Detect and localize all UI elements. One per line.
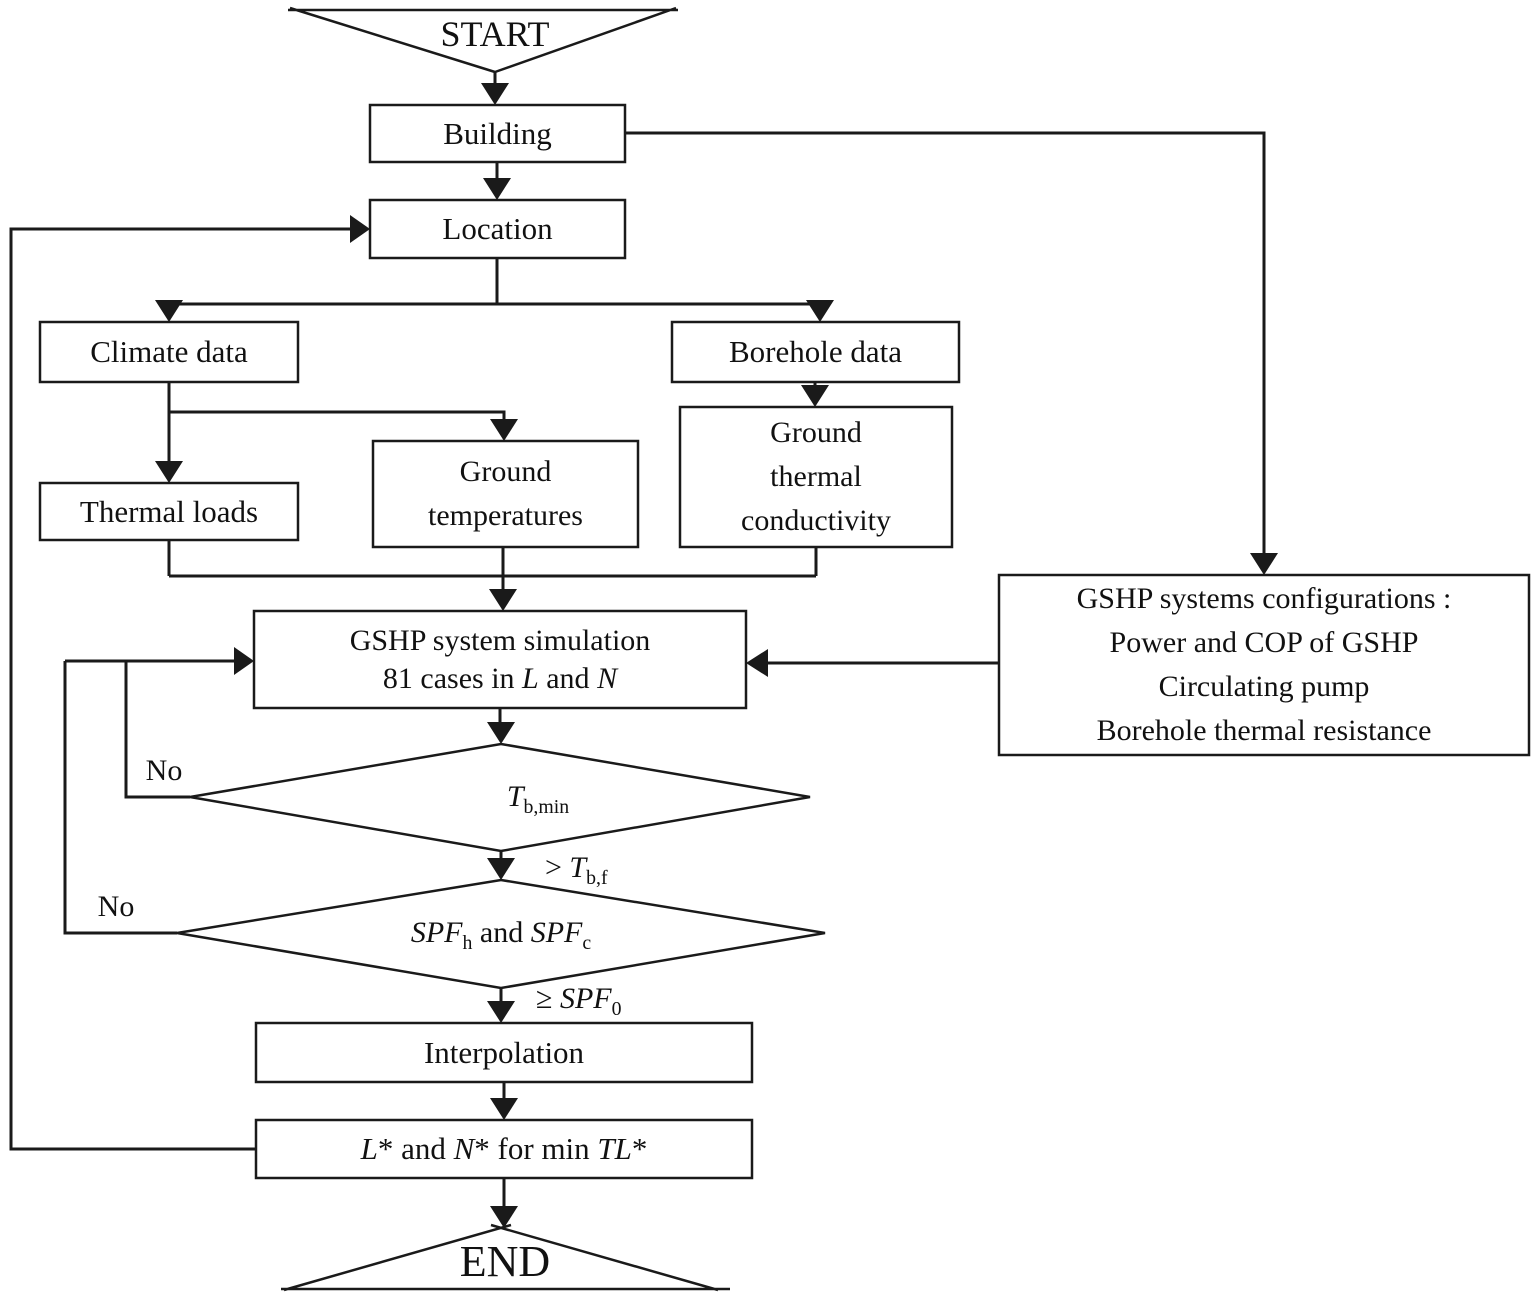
arrowhead xyxy=(490,1206,518,1228)
arrowhead xyxy=(490,1098,518,1120)
gshp-configurations-label: GSHP systems configurations : Power and … xyxy=(1076,582,1452,747)
ground-thermal-conductivity-label: Ground thermal conductivity xyxy=(741,416,891,537)
arrowhead xyxy=(481,83,509,105)
arrowhead xyxy=(490,419,518,441)
thermal-loads-label: Thermal loads xyxy=(79,493,259,529)
climate-data-label: Climate data xyxy=(90,334,248,370)
no-label-2: No xyxy=(97,890,135,923)
building-label: Building xyxy=(443,115,552,151)
arrowhead xyxy=(801,385,829,407)
decision-tb-exit-label: > Tb,f xyxy=(545,851,608,889)
climate-data-box xyxy=(38,320,300,384)
decision-tb-label: Tb,min xyxy=(506,780,570,818)
decision-spf-label: SPFh and SPFc xyxy=(410,916,592,954)
gshp-simulation-label: GSHP system simulation 81 cases in L and… xyxy=(349,623,651,695)
arrowhead xyxy=(155,461,183,483)
result-box xyxy=(254,1118,754,1180)
flow-line-result-location-feedback xyxy=(9,227,350,1151)
start-shape xyxy=(288,6,678,74)
interpolation-label: Interpolation xyxy=(423,1034,585,1070)
decision-spf-exit-label: ≥ SPF0 xyxy=(536,982,622,1020)
arrowhead xyxy=(487,858,515,880)
location-label: Location xyxy=(442,211,553,247)
interpolation-box xyxy=(254,1021,754,1084)
arrowhead xyxy=(487,722,515,744)
flow-line-merge-simulation xyxy=(167,540,818,605)
end-shape xyxy=(281,1223,730,1292)
arrowhead xyxy=(350,215,370,243)
borehole-data-label: Borehole data xyxy=(728,334,902,370)
arrowhead xyxy=(234,647,254,675)
flow-line-no-loop-1 xyxy=(124,661,190,799)
result-label: L* and N* for min TL* xyxy=(360,1131,648,1167)
thermal-loads-box xyxy=(38,481,300,542)
arrowhead xyxy=(155,300,183,322)
arrowhead xyxy=(806,300,834,322)
gshp-simulation-box xyxy=(252,609,748,710)
ground-temperatures-label: Ground temperatures xyxy=(428,455,583,532)
arrowhead xyxy=(1250,553,1278,575)
ground-thermal-conductivity-box xyxy=(678,405,954,549)
flow-line-building-configurations xyxy=(625,131,1266,569)
no-label-1: No xyxy=(145,754,183,787)
start-label: START xyxy=(440,14,550,55)
flow-line-location-split xyxy=(167,258,822,316)
arrowhead xyxy=(489,589,517,611)
flow-line-climate-groundtemp xyxy=(169,410,506,435)
end-label: END xyxy=(459,1236,551,1286)
flow-line-no-loop-2 xyxy=(63,661,177,935)
gshp-configurations-box xyxy=(997,573,1531,757)
arrowhead xyxy=(483,178,511,200)
ground-temperatures-box xyxy=(371,439,640,549)
arrowhead xyxy=(487,1001,515,1023)
arrowhead xyxy=(746,649,768,677)
